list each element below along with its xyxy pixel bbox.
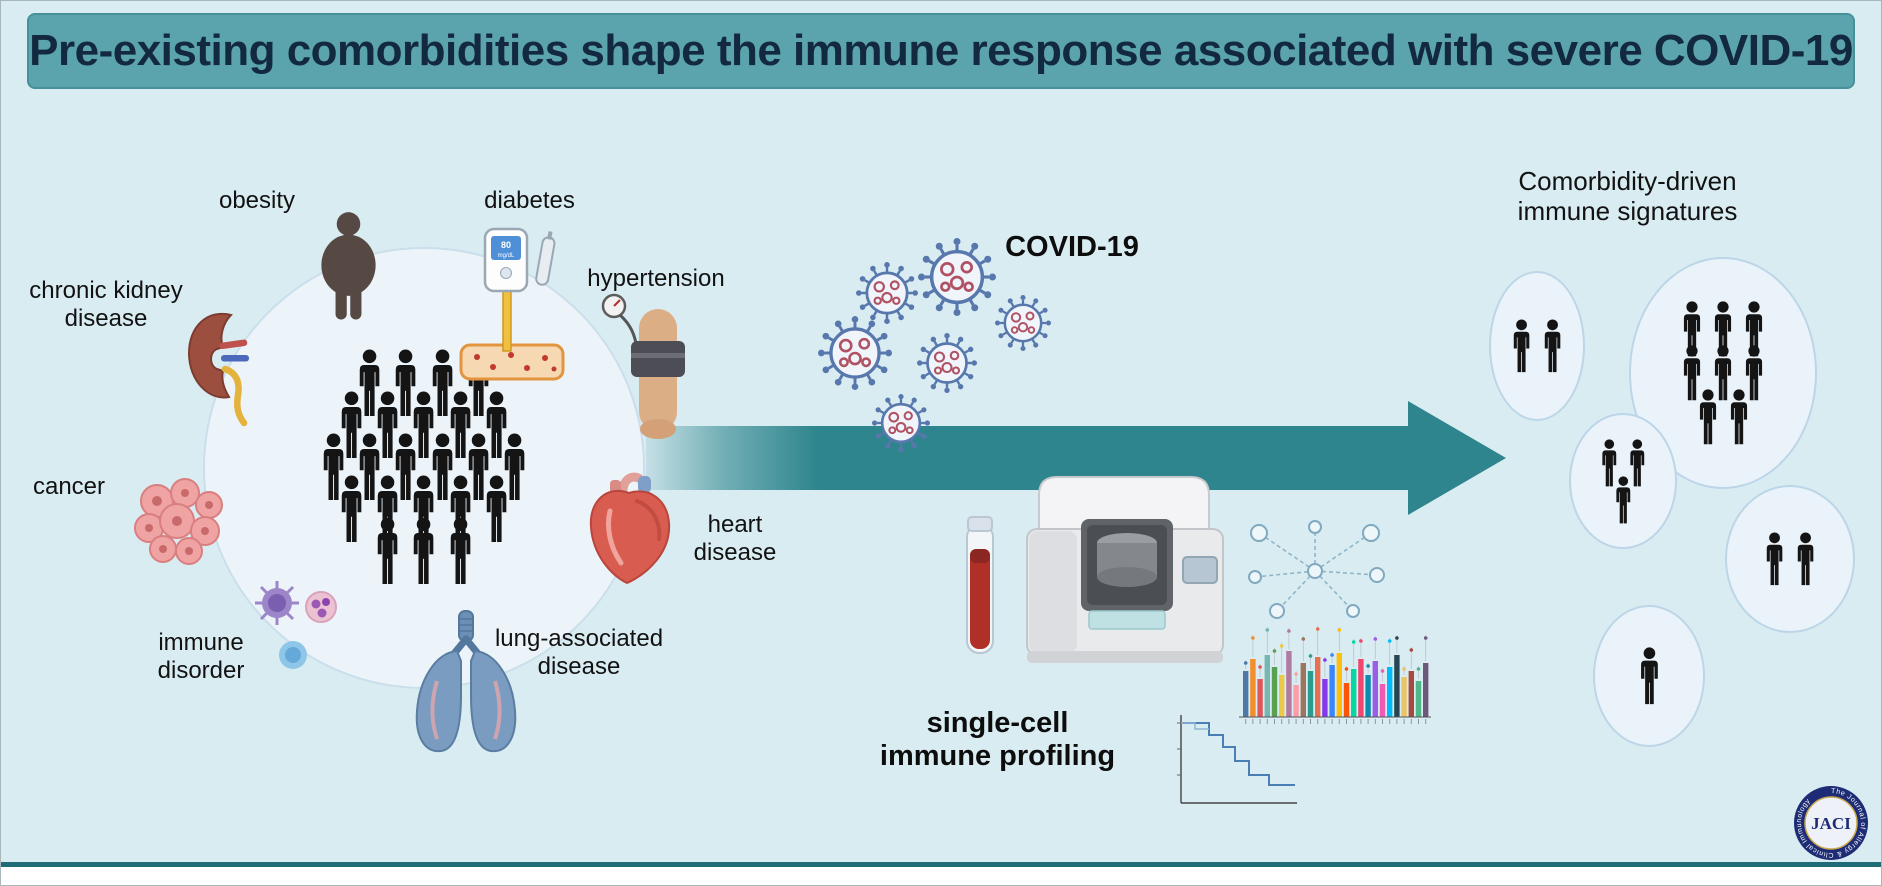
person-icon — [1730, 389, 1747, 445]
label-immune-disorder: immune disorder — [157, 629, 245, 684]
person-icon — [1514, 319, 1530, 373]
label-heart-disease: heart disease — [693, 511, 777, 566]
person-icon — [342, 391, 362, 458]
label-obesity: obesity — [218, 187, 296, 214]
figure-title: Pre-existing comorbidities shape the imm… — [29, 26, 1853, 75]
person-icon — [1767, 532, 1783, 586]
crowd-row — [317, 391, 531, 459]
glucose-reading: 80 — [501, 240, 511, 250]
immune-signature-cluster — [1593, 605, 1705, 747]
person-icon — [414, 475, 434, 542]
figure-canvas: Pre-existing comorbidities shape the imm… — [1, 1, 1881, 867]
heart-icon — [577, 471, 682, 594]
crowd-row — [1763, 532, 1816, 586]
crowd-row — [1613, 475, 1634, 524]
crowd-row — [1510, 319, 1563, 373]
person-icon — [360, 349, 380, 416]
immune-signature-cluster — [1569, 413, 1677, 549]
person-icon — [1683, 345, 1701, 401]
coronavirus-icon — [856, 262, 918, 324]
person-icon — [378, 475, 398, 542]
jaci-journal-logo: The Journal of Allergy & Clinical Immuno… — [1793, 785, 1869, 866]
label-comorbidity-driven-immune-signatures: Comorbidity-driven immune signatures — [1517, 166, 1738, 226]
person-icon — [432, 433, 452, 500]
blood-tube-icon — [961, 515, 999, 662]
person-icon — [396, 433, 416, 500]
person-icon — [486, 391, 506, 458]
title-bar: Pre-existing comorbidities shape the imm… — [27, 13, 1855, 89]
person-icon — [396, 349, 416, 416]
coronavirus-icon — [818, 316, 892, 390]
person-icon — [1797, 532, 1813, 586]
person-icon — [1629, 438, 1644, 486]
person-icon — [450, 517, 470, 584]
immune-signature-cluster — [1725, 485, 1855, 633]
person-icon — [414, 517, 434, 584]
person-icon — [504, 433, 525, 500]
lungs-icon — [407, 609, 525, 762]
crowd-row — [317, 517, 531, 585]
immune-signature-cluster — [1489, 271, 1585, 421]
crowd-row — [1680, 345, 1766, 401]
patient-crowd — [317, 349, 531, 585]
coronavirus-icon — [917, 333, 977, 393]
label-covid19: COVID-19 — [1005, 231, 1139, 263]
person-icon — [378, 517, 398, 584]
coronavirus-icon — [995, 295, 1051, 351]
label-hypertension: hypertension — [587, 265, 725, 292]
label-diabetes: diabetes — [484, 187, 575, 214]
single-cell-sequencer-icon — [1017, 465, 1231, 678]
person-icon — [1745, 345, 1763, 401]
person-icon — [323, 433, 344, 500]
obese-person-icon — [313, 211, 384, 328]
crowd-row — [1696, 389, 1751, 445]
crowd-row — [317, 475, 531, 543]
person-icon — [1714, 345, 1732, 401]
person-icon — [378, 391, 398, 458]
person-icon — [360, 433, 380, 500]
label-chronic-kidney-disease: chronic kidney disease — [29, 277, 183, 332]
label-lung-associated-disease: lung-associated disease — [494, 625, 664, 680]
person-icon — [1640, 647, 1658, 705]
person-icon — [432, 349, 452, 416]
person-icon — [1699, 389, 1716, 445]
person-icon — [1544, 319, 1560, 373]
crowd-row — [1637, 647, 1662, 705]
kidney-icon — [179, 309, 271, 434]
person-icon — [1683, 301, 1701, 357]
journal-acronym: JACI — [1811, 814, 1851, 833]
person-icon — [450, 391, 470, 458]
flow-arrow — [646, 401, 1506, 515]
network-plot-icon — [1233, 513, 1397, 632]
person-icon — [486, 475, 506, 542]
glucose-meter-icon: 80 mg/dL — [459, 227, 569, 392]
person-icon — [342, 475, 362, 542]
cluster-abundance-plot-icon — [1235, 621, 1431, 738]
crowd-row — [317, 433, 531, 501]
survival-curve-icon — [1165, 711, 1301, 824]
immune-cells-icon — [247, 577, 347, 687]
tumor-cell-cluster-icon — [127, 473, 237, 578]
crowd-row — [1599, 438, 1647, 487]
label-cancer: cancer — [32, 473, 106, 500]
person-icon — [1714, 301, 1732, 357]
blood-pressure-cuff-icon — [599, 291, 694, 446]
person-icon — [1602, 438, 1617, 486]
glucose-units: mg/dL — [498, 253, 515, 259]
person-icon — [450, 475, 470, 542]
crowd-row — [1680, 301, 1766, 357]
person-icon — [468, 433, 488, 500]
person-icon — [414, 391, 434, 458]
label-single-cell-immune-profiling: single-cell immune profiling — [879, 707, 1116, 773]
person-icon — [1616, 475, 1630, 523]
person-icon — [1745, 301, 1763, 357]
